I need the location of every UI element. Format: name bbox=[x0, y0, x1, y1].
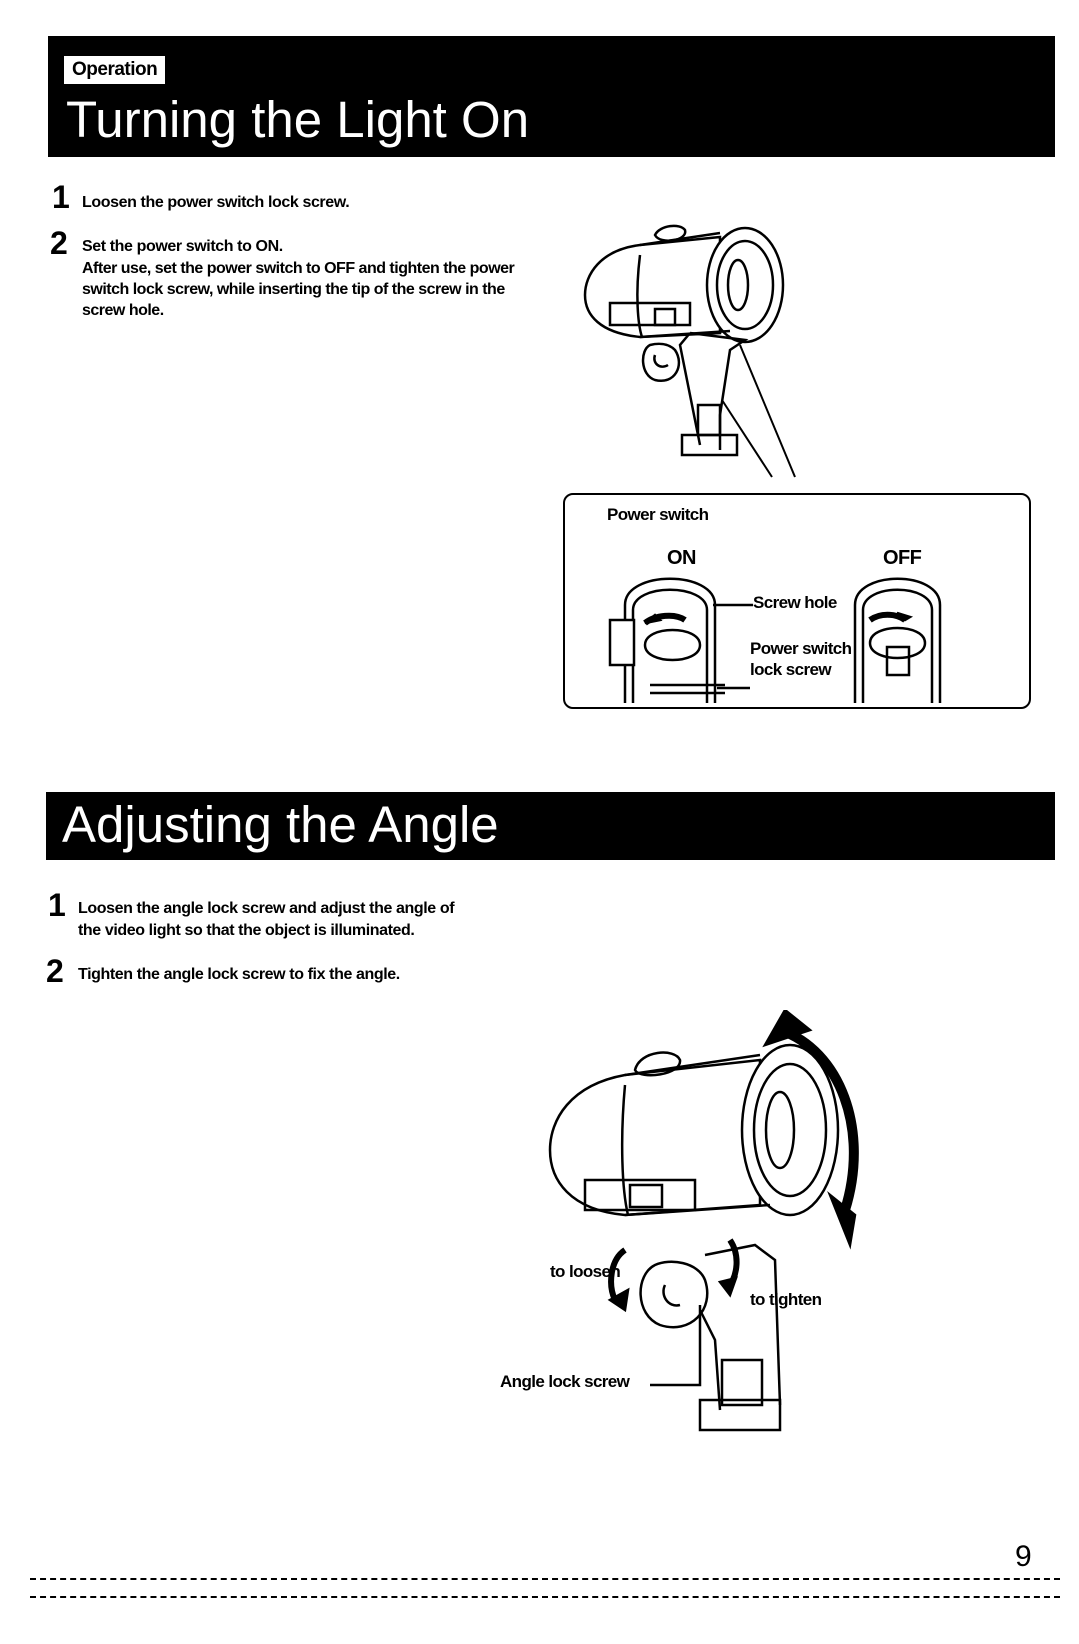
step-text-line1: Loosen the angle lock screw and adjust t… bbox=[78, 900, 455, 917]
on-label: ON bbox=[667, 547, 696, 569]
footer-rule bbox=[30, 1578, 1060, 1582]
to-tighten-label: to tighten bbox=[750, 1290, 822, 1309]
step-number: 2 bbox=[46, 953, 64, 989]
section-title-adjusting-angle: Adjusting the Angle bbox=[62, 796, 499, 853]
section-banner-adjusting-angle: Adjusting the Angle bbox=[46, 792, 1055, 860]
footer-rule bbox=[30, 1596, 1060, 1600]
section-title-turning-on: Turning the Light On bbox=[66, 91, 530, 148]
step-note: After use, set the power switch to OFF a… bbox=[82, 260, 515, 319]
step-number: 1 bbox=[48, 887, 66, 923]
operation-tag: Operation bbox=[64, 56, 166, 84]
power-switch-box-title: Power switch bbox=[607, 505, 709, 524]
to-loosen-label: to loosen bbox=[550, 1262, 621, 1281]
step-text: Loosen the power switch lock screw. bbox=[82, 194, 350, 211]
power-switch-detail-box: Power switch ON OFF Screw hole Power swi… bbox=[563, 493, 1031, 709]
angle-adjust-illustration bbox=[548, 1010, 859, 1432]
section-banner-turning-on: Operation Turning the Light On bbox=[48, 36, 1055, 157]
power-switch-diagrams bbox=[608, 577, 942, 703]
screw-hole-label: Screw hole bbox=[753, 593, 837, 612]
off-label: OFF bbox=[883, 547, 922, 569]
step-text-line2: the video light so that the object is il… bbox=[78, 922, 415, 939]
step-text: Tighten the angle lock screw to fix the … bbox=[78, 966, 400, 983]
page-number: 9 bbox=[1015, 1540, 1032, 1573]
angle-lock-screw-label: Angle lock screw bbox=[500, 1372, 630, 1391]
video-light-illustration bbox=[583, 224, 796, 478]
step-number: 2 bbox=[50, 225, 68, 261]
lock-screw-label-line2: lock screw bbox=[750, 660, 832, 679]
step-text: Set the power switch to ON. bbox=[82, 238, 283, 255]
step-number: 1 bbox=[52, 179, 70, 215]
lock-screw-label-line1: Power switch bbox=[750, 639, 852, 658]
